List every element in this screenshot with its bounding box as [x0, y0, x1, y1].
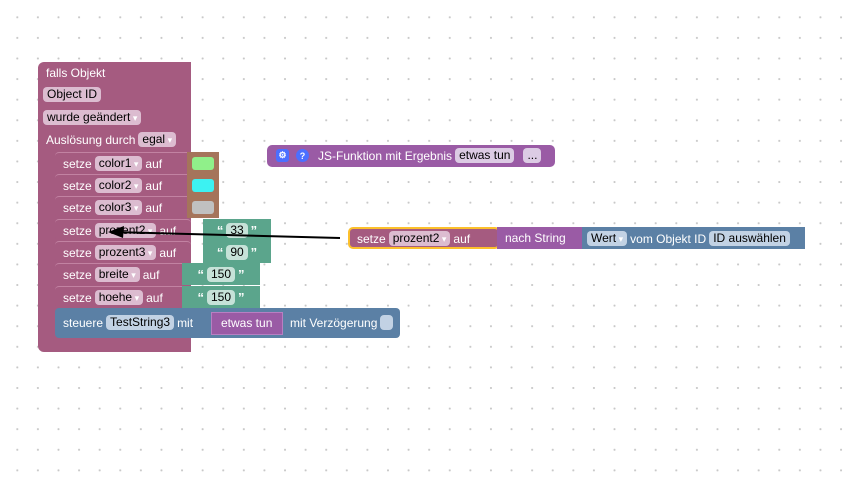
text-value-field[interactable]: 33	[226, 222, 248, 238]
quote-close-icon: ”	[250, 244, 258, 260]
js-function-name-field[interactable]: etwas tun	[455, 148, 515, 163]
set-to-label: auf	[145, 156, 163, 171]
set-verb: setze	[63, 267, 92, 282]
set-verb: setze	[63, 156, 92, 171]
control-verb: steuere	[63, 315, 104, 330]
variable-dropdown[interactable]: color2	[94, 178, 143, 193]
event-title: falls Objekt	[46, 66, 106, 80]
to-string-block[interactable]	[497, 227, 584, 249]
delay-checkbox[interactable]	[380, 315, 394, 330]
trigger-by-label: Auslösung durch	[46, 132, 136, 147]
set-verb: setze	[63, 200, 92, 215]
text-value-field[interactable]: 150	[206, 266, 236, 282]
from-object-label: vom Objekt ID	[630, 231, 707, 246]
color-swatch[interactable]	[192, 156, 214, 170]
set-to-label: auf	[142, 267, 160, 282]
object-id-field[interactable]: Object ID	[43, 87, 102, 102]
quote-open-icon: “	[216, 222, 224, 238]
text-block[interactable]: “ 150 ”	[182, 263, 260, 285]
set-verb: setze	[63, 223, 92, 238]
variable-dropdown[interactable]: color3	[94, 200, 143, 215]
control-target-field[interactable]: TestString3	[106, 315, 175, 330]
trigger-by-dropdown[interactable]: egal	[138, 132, 177, 147]
set-to-label: auf	[146, 290, 163, 305]
control-with-label: mit	[177, 315, 194, 330]
variable-dropdown[interactable]: color1	[94, 156, 143, 171]
text-value-field[interactable]: 90	[226, 244, 248, 260]
etwas-tun-value-block[interactable]	[211, 312, 283, 335]
set-verb: setze	[63, 290, 92, 305]
floating-to-label: auf	[453, 231, 471, 246]
quote-open-icon: “	[216, 244, 224, 260]
text-block[interactable]: “ 150 ”	[182, 286, 260, 308]
js-function-more-button[interactable]: ...	[523, 148, 542, 163]
color-swatch[interactable]	[192, 178, 214, 192]
event-title-row: falls Objekt	[46, 65, 105, 81]
quote-open-icon: “	[197, 266, 204, 282]
set-verb: setze	[63, 245, 92, 260]
quote-close-icon: ”	[238, 266, 245, 282]
set-to-label: auf	[159, 245, 177, 260]
floating-var-dropdown[interactable]: prozent2	[388, 231, 451, 246]
delay-label: mit Verzögerung	[290, 315, 378, 330]
quote-close-icon: ”	[250, 222, 258, 238]
color-swatch[interactable]	[192, 200, 214, 214]
value-dropdown[interactable]: Wert	[587, 231, 628, 246]
trigger-dropdown[interactable]: wurde geändert	[43, 110, 142, 125]
text-value-field[interactable]: 150	[206, 289, 236, 305]
set-verb: setze	[63, 178, 92, 193]
object-id-row: Object ID	[40, 87, 104, 102]
color-block[interactable]	[187, 196, 219, 218]
color-block[interactable]	[187, 152, 219, 174]
variable-dropdown[interactable]: prozent2	[94, 223, 157, 238]
etwas-tun-label: etwas tun	[221, 316, 273, 330]
help-icon[interactable]: ?	[296, 149, 309, 162]
gear-icon[interactable]: ⚙	[276, 149, 289, 162]
quote-open-icon: “	[197, 289, 204, 305]
floating-set-verb: setze	[357, 231, 386, 246]
set-to-label: auf	[145, 178, 163, 193]
quote-close-icon: ”	[238, 289, 245, 305]
color-block[interactable]	[187, 174, 219, 196]
text-block[interactable]: “ 90 ”	[203, 241, 271, 263]
variable-dropdown[interactable]: breite	[94, 267, 140, 282]
to-string-label: nach String	[505, 231, 566, 245]
variable-dropdown[interactable]: prozent3	[94, 245, 157, 260]
variable-dropdown[interactable]: hoehe	[94, 290, 144, 305]
js-function-label: JS-Funktion mit Ergebnis	[318, 148, 453, 163]
select-id-button[interactable]: ID auswählen	[709, 231, 790, 246]
set-to-label: auf	[145, 200, 163, 215]
